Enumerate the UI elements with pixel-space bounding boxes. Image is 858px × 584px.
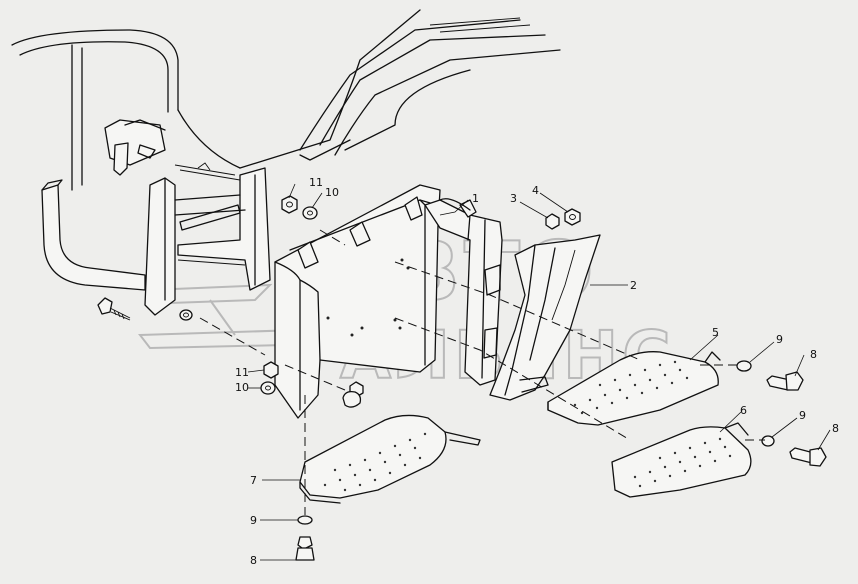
callout-5: 5 [712, 326, 719, 339]
step-bracket-1 [274, 184, 441, 419]
footplate-5-holes [573, 360, 689, 415]
nut-3-4 [545, 208, 581, 230]
callout-9-upper: 9 [776, 333, 783, 346]
callout-7: 7 [250, 474, 257, 487]
callout-10-lower: 10 [235, 381, 249, 394]
footplate-7 [299, 414, 481, 504]
callout-numbers: 1 2 3 4 5 6 7 8 8 8 9 9 9 10 10 11 11 [235, 176, 839, 567]
footplate-5 [547, 351, 721, 426]
callout-11-upper: 11 [309, 176, 323, 189]
callout-8-upper: 8 [810, 348, 817, 361]
callout-6: 6 [740, 404, 747, 417]
footplate-6-holes [633, 437, 732, 488]
assembly-center-lines [199, 229, 765, 515]
upper-nut-washer [281, 195, 318, 220]
callout-4: 4 [532, 184, 539, 197]
callout-1: 1 [472, 192, 479, 205]
frame-latch [104, 119, 241, 181]
callout-8-bottom: 8 [250, 554, 257, 567]
footplate-6 [611, 422, 752, 498]
step-guard-2 [489, 234, 601, 401]
grab-handle [41, 179, 146, 291]
mounting-bracket [144, 167, 271, 316]
callout-2: 2 [630, 279, 637, 292]
step-bracket-side [424, 198, 503, 386]
leader-lines [247, 183, 831, 561]
lower-nut-washer [260, 361, 364, 408]
callout-8-lower: 8 [832, 422, 839, 435]
right-hardware [295, 360, 827, 561]
callout-9-bottom: 9 [250, 514, 257, 527]
bracket-bolt [97, 297, 193, 321]
callout-11-lower: 11 [235, 366, 249, 379]
cab-frame [11, 9, 561, 191]
callout-3: 3 [510, 192, 517, 205]
callout-9-lower: 9 [799, 409, 806, 422]
footplate-7-holes [323, 432, 427, 492]
callout-10-upper: 10 [325, 186, 339, 199]
